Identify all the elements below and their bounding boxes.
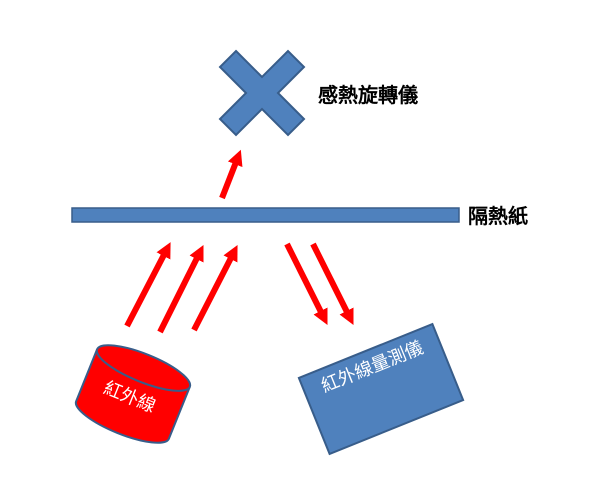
incident-arrow [191, 245, 238, 332]
insulation-paper-label: 隔熱紙 [468, 204, 528, 228]
radiometer-x-icon [218, 49, 306, 137]
transmitted-arrow [219, 149, 243, 200]
radiometer-label: 感熱旋轉儀 [318, 83, 418, 107]
ir-source-cylinder-icon: 紅外線 [74, 344, 192, 444]
incident-arrow [157, 245, 204, 334]
reflected-arrow [310, 242, 354, 325]
ir-meter-rectangle-icon: 紅外線量測儀 [297, 322, 465, 456]
insulation-paper-bar [71, 207, 460, 223]
incident-arrow [124, 242, 171, 328]
reflected-arrow [284, 242, 328, 325]
